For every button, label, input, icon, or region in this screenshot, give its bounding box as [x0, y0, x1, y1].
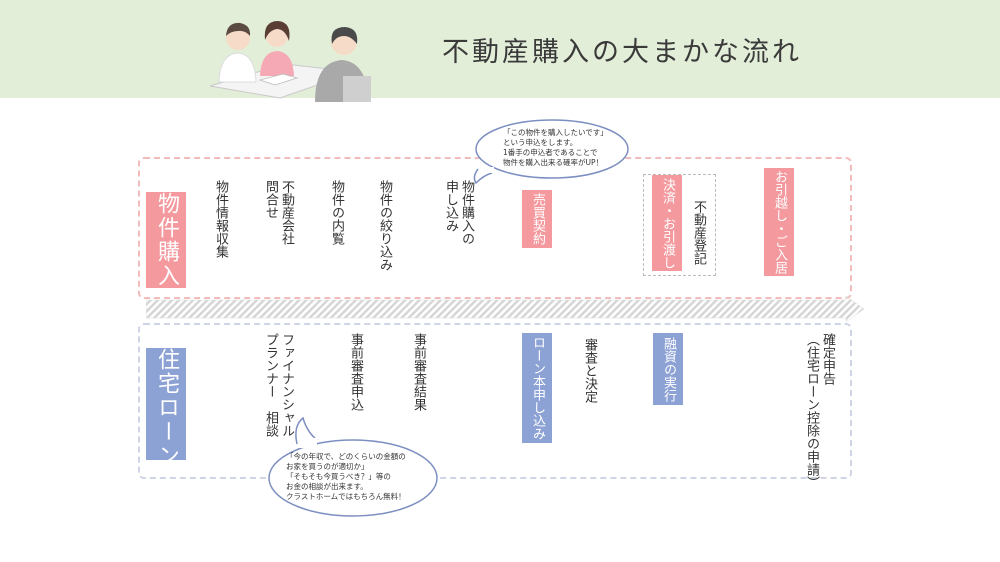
- step-tax-return: 確定申告 （住宅ローン控除の申請）: [804, 333, 835, 489]
- loan-bubble-text: 「今の年収で、どのくらいの金額の お家を買うのが適切か」 「そもそも今買うべき？…: [286, 452, 406, 502]
- step-viewing: 物件の内覧: [329, 180, 344, 245]
- bubble-line: 「この物件を購入したいです」: [503, 128, 608, 137]
- header-band: [0, 0, 1000, 98]
- step-fp-consult: ファイナンシャル プランナー 相談: [263, 333, 294, 437]
- tag-sales-contract: 売買契約: [522, 190, 552, 248]
- loan-section-box: [138, 323, 852, 479]
- step-agent-inquiry: 不動産会社 問合せ: [263, 180, 294, 245]
- settlement-group-box: [643, 174, 716, 276]
- tag-settlement: 決済・お引渡し: [652, 175, 682, 271]
- step-narrowing: 物件の絞り込み: [377, 180, 392, 271]
- step-purchase-application: 物件購入の 申し込み: [443, 180, 474, 245]
- step-review-decision: 審査と決定: [582, 338, 597, 403]
- purchase-section-label: 物件購入: [146, 192, 186, 288]
- tag-funding: 融資の実行: [653, 333, 683, 405]
- bubble-line: 「そもそも今買うべき？」等の: [286, 472, 391, 481]
- page-title: 不動産購入の大まかな流れ: [442, 37, 802, 68]
- loan-section-label: 住宅ローン: [146, 348, 186, 468]
- bubble-line: お家を買うのが適切か」: [286, 462, 369, 471]
- purchase-speech-bubble: [473, 119, 629, 185]
- bubble-line: 物件を購入出来る確率がUP！: [503, 158, 604, 167]
- step-registration: 不動産登記: [691, 200, 706, 265]
- timeline-arrow-icon: [146, 296, 865, 322]
- tag-main-loan-apply: ローン本申し込み: [522, 333, 552, 443]
- tag-move-in: お引越し・ご入居: [764, 168, 794, 276]
- bubble-line: 1番手の申込者であることで: [503, 148, 598, 157]
- bubble-line: 「今の年収で、どのくらいの金額の: [286, 452, 406, 461]
- step-pre-review-apply: 事前審査申込: [348, 333, 363, 411]
- consultation-illustration-icon: [209, 21, 371, 102]
- bubble-line: クラストホームではもちろん無料！: [286, 492, 406, 501]
- bubble-line: という申込をします。: [503, 138, 578, 147]
- bubble-line: お金の相談が出来ます。: [286, 482, 368, 491]
- loan-speech-bubble: [268, 416, 438, 517]
- purchase-bubble-text: 「この物件を購入したいです」 という申込をします。 1番手の申込者であることで …: [503, 128, 608, 168]
- step-property-info: 物件情報収集: [213, 180, 228, 258]
- step-pre-review-result: 事前審査結果: [411, 333, 426, 411]
